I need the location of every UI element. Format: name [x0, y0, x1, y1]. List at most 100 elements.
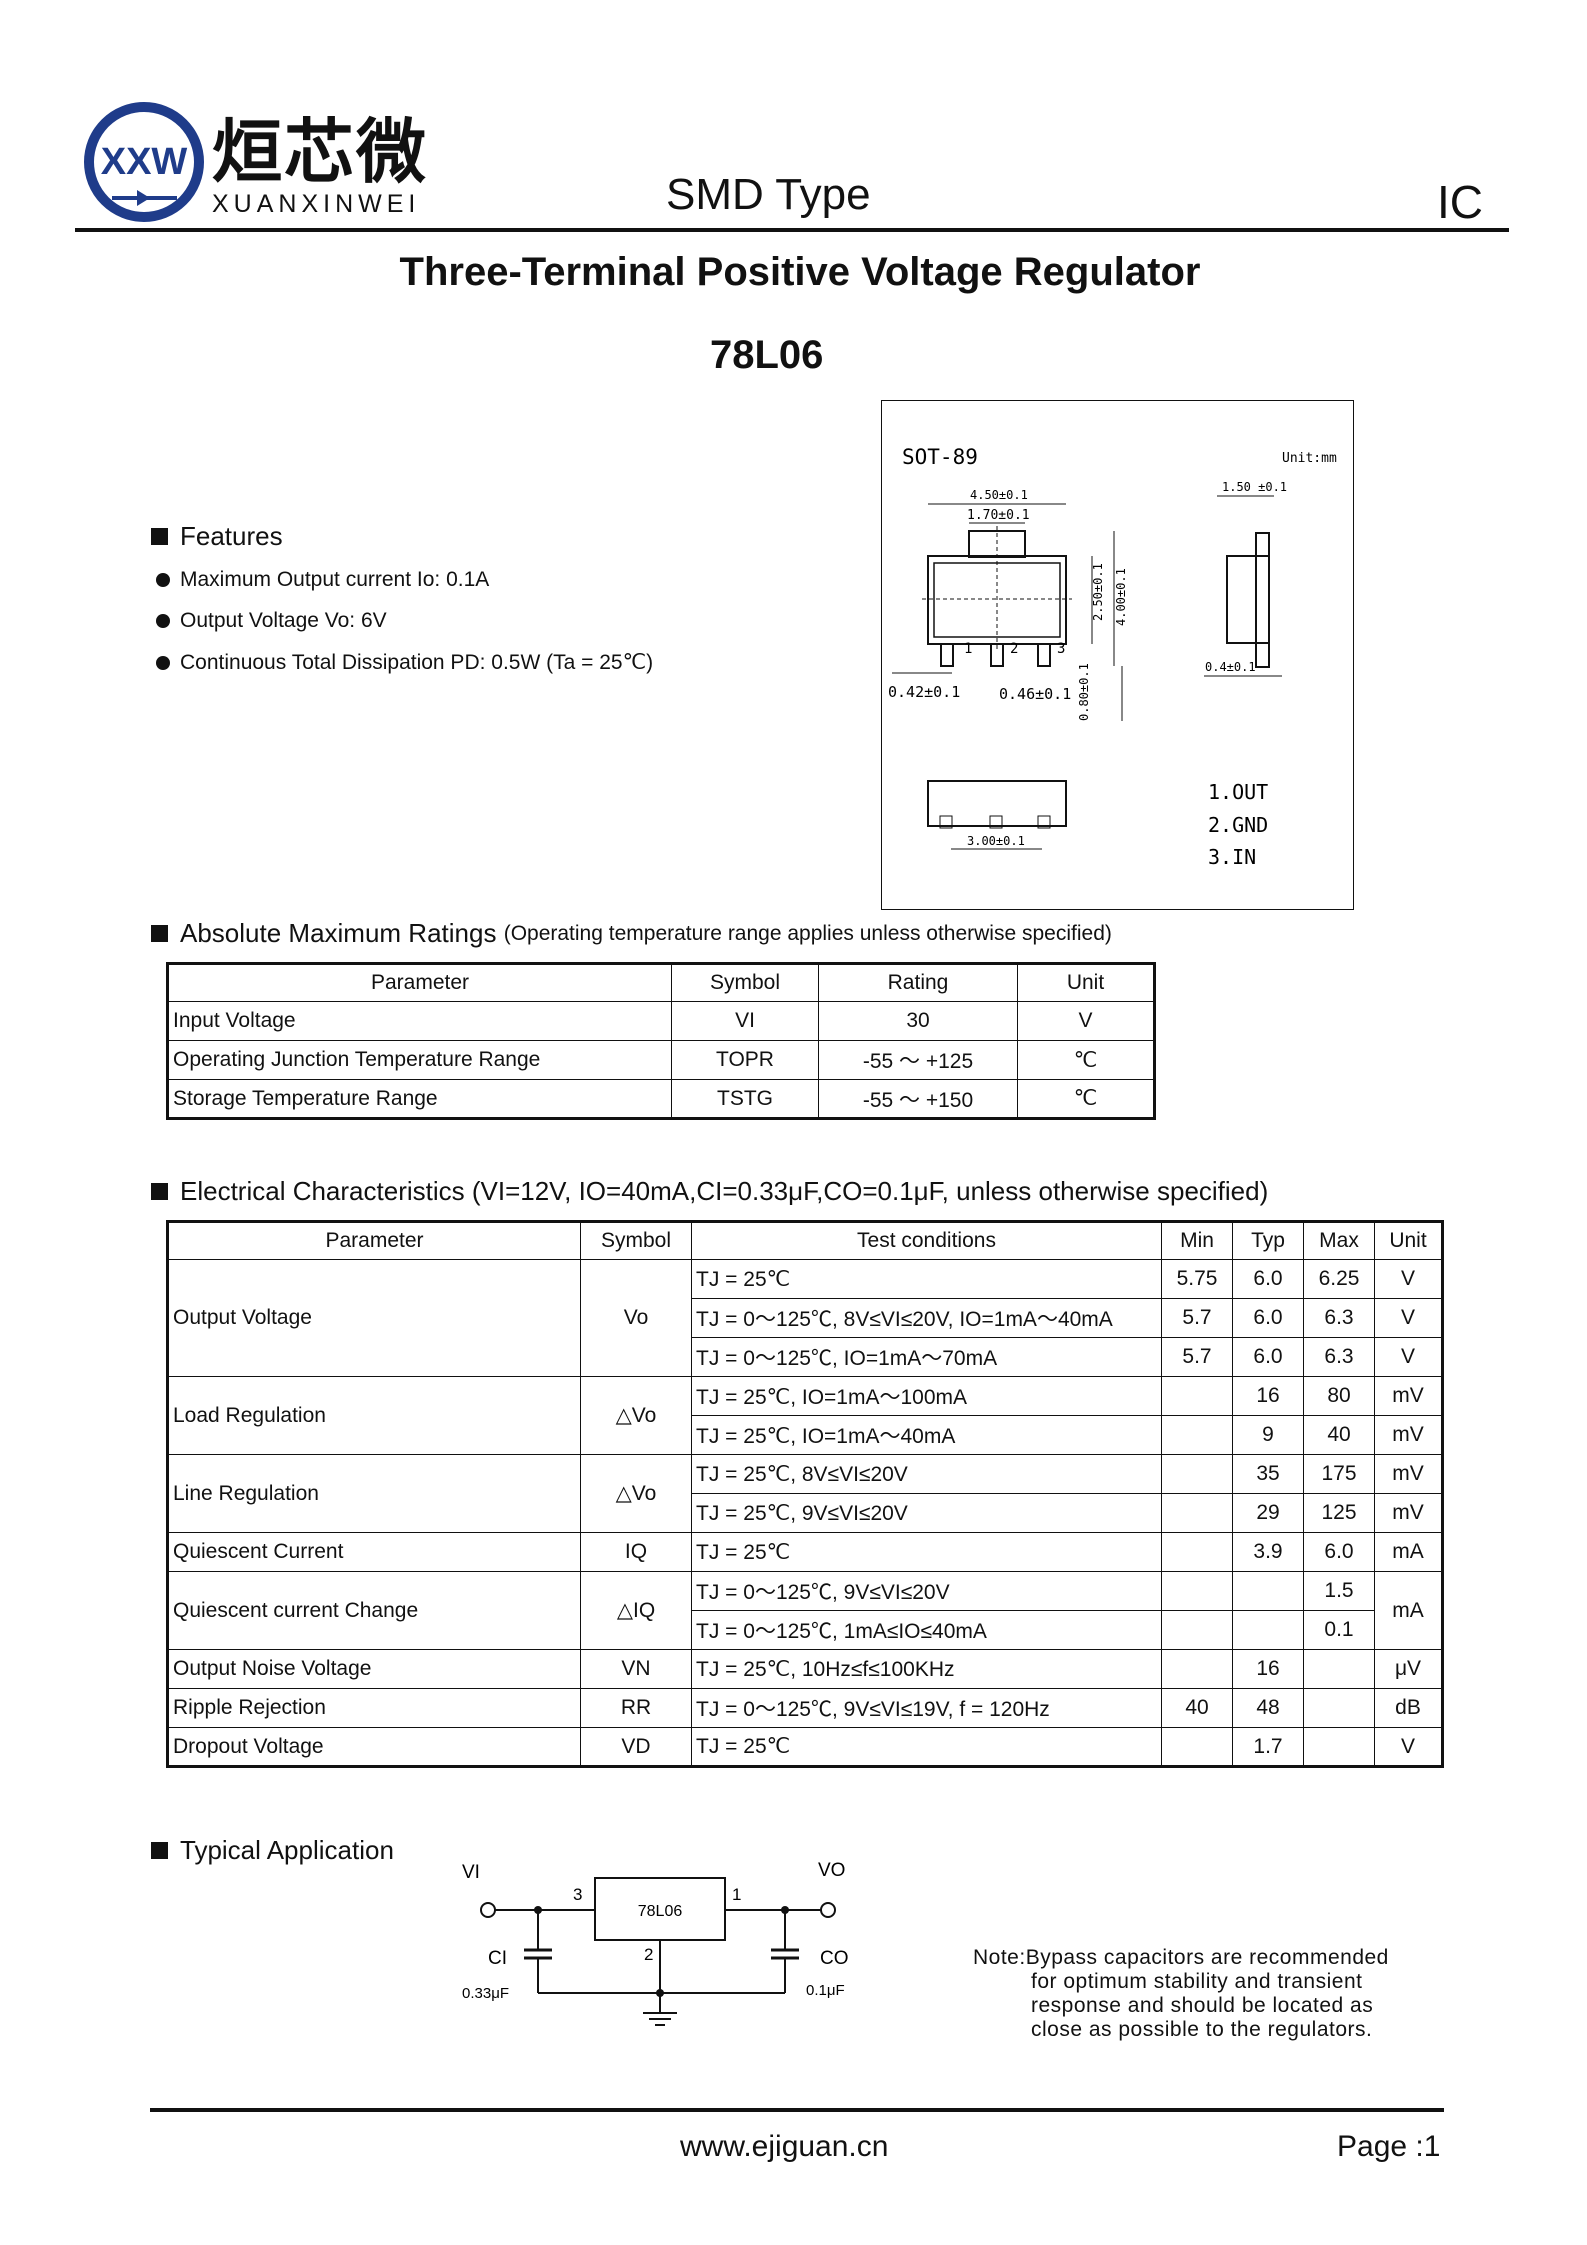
table-cell: 6.0 [1232, 1298, 1304, 1338]
svg-text:0.4±0.1: 0.4±0.1 [1205, 660, 1256, 674]
logo-en: XUANXINWEI [212, 190, 421, 218]
table-cell [1161, 1571, 1233, 1611]
svg-text:4.50±0.1: 4.50±0.1 [970, 488, 1028, 502]
table-header: Max [1303, 1221, 1375, 1260]
table-header: Rating [818, 963, 1018, 1002]
svg-text:2: 2 [644, 1945, 653, 1964]
table-cell [1232, 1571, 1304, 1611]
page-title: Three-Terminal Positive Voltage Regulato… [399, 250, 1201, 294]
logo-cn: 烜芯微 [212, 111, 428, 193]
table-header: Typ [1232, 1221, 1304, 1260]
footer-url[interactable]: www.ejiguan.cn [680, 2130, 889, 2163]
table-cell: 6.0 [1232, 1259, 1304, 1299]
svg-text:0.80±0.1: 0.80±0.1 [1077, 663, 1091, 721]
svg-text:XXW: XXW [101, 141, 188, 183]
svg-text:1: 1 [732, 1885, 741, 1904]
table-header: Parameter [167, 1221, 581, 1260]
table-cell: 5.75 [1161, 1259, 1233, 1299]
table-cell: 175 [1303, 1454, 1375, 1494]
svg-text:3: 3 [1057, 641, 1065, 657]
table-cell: 16 [1232, 1376, 1304, 1416]
table-cell [1161, 1493, 1233, 1533]
table-cell: Load Regulation [167, 1376, 581, 1455]
table-cell: 9 [1232, 1415, 1304, 1455]
svg-text:78L06: 78L06 [638, 1903, 683, 1920]
table-cell: Output Voltage [167, 1259, 581, 1377]
table-cell: mV [1374, 1376, 1443, 1416]
table-cell: TJ = 25℃ [691, 1727, 1162, 1767]
table-cell: 16 [1232, 1649, 1304, 1689]
logo-mark-icon: XXW [84, 102, 204, 222]
app-note: Note:Bypass capacitors are recommended f… [973, 1946, 1389, 2041]
table-cell: 80 [1303, 1376, 1375, 1416]
table-cell: TJ = 25℃, 10Hz≤f≤100KHz [691, 1649, 1162, 1689]
header-rule [75, 228, 1509, 232]
abs-max-heading: Absolute Maximum Ratings (Operating temp… [151, 918, 1112, 949]
table-header: Symbol [671, 963, 819, 1002]
table-cell: 29 [1232, 1493, 1304, 1533]
table-header: Unit [1017, 963, 1155, 1002]
table-cell: TJ = 25℃ [691, 1259, 1162, 1299]
company-logo: XXW [82, 100, 207, 225]
table-cell: V [1374, 1727, 1443, 1767]
footer-page: Page :1 [1337, 2130, 1441, 2163]
svg-text:VO: VO [818, 1860, 845, 1881]
table-cell: μV [1374, 1649, 1443, 1689]
table-cell: △Vo [580, 1376, 692, 1455]
abs-max-table: Parameter Symbol Rating Unit Input Volta… [166, 962, 1156, 1120]
table-cell: TJ = 25℃, IO=1mA～100mA [691, 1376, 1162, 1416]
table-cell [1161, 1532, 1233, 1572]
svg-text:0.33μF: 0.33μF [462, 1985, 509, 2002]
table-cell: TJ = 0～125℃, 9V≤VI≤20V [691, 1571, 1162, 1611]
table-cell: 5.7 [1161, 1298, 1233, 1338]
table-cell: Ripple Rejection [167, 1688, 581, 1728]
table-cell: Output Noise Voltage [167, 1649, 581, 1689]
svg-text:1.70±0.1: 1.70±0.1 [967, 508, 1030, 523]
table-cell: 5.7 [1161, 1337, 1233, 1377]
table-cell: 35 [1232, 1454, 1304, 1494]
table-cell: TJ = 25℃, 8V≤VI≤20V [691, 1454, 1162, 1494]
svg-text:0.42±0.1: 0.42±0.1 [888, 683, 960, 701]
table-cell: dB [1374, 1688, 1443, 1728]
table-cell: mA [1374, 1571, 1443, 1650]
table-cell: TJ = 25℃ [691, 1532, 1162, 1572]
table-cell: 6.3 [1303, 1298, 1375, 1338]
table-cell [1161, 1415, 1233, 1455]
table-cell [1303, 1727, 1375, 1767]
package-name: SOT-89 [902, 445, 978, 469]
table-cell: Quiescent current Change [167, 1571, 581, 1650]
table-cell [1232, 1610, 1304, 1650]
feature-item: Continuous Total Dissipation PD: 0.5W (T… [156, 650, 653, 675]
table-cell: V [1374, 1337, 1443, 1377]
table-cell [1161, 1649, 1233, 1689]
table-cell [1303, 1688, 1375, 1728]
table-header: Test conditions [691, 1221, 1162, 1260]
table-cell: 48 [1232, 1688, 1304, 1728]
table-cell: TJ = 0～125℃, 8V≤VI≤20V, IO=1mA～40mA [691, 1298, 1162, 1338]
table-cell: VN [580, 1649, 692, 1689]
pin-label: 1.OUT [1208, 780, 1268, 804]
table-cell: 125 [1303, 1493, 1375, 1533]
table-cell: Vo [580, 1259, 692, 1377]
table-header: Min [1161, 1221, 1233, 1260]
table-cell: 0.1 [1303, 1610, 1375, 1650]
table-cell [1161, 1727, 1233, 1767]
table-cell: 6.0 [1232, 1337, 1304, 1377]
table-cell: TJ = 25℃, 9V≤VI≤20V [691, 1493, 1162, 1533]
part-number: 78L06 [710, 333, 824, 377]
svg-text:4.00±0.1: 4.00±0.1 [1114, 568, 1128, 626]
table-cell: TJ = 0～125℃, 9V≤VI≤19V, f = 120Hz [691, 1688, 1162, 1728]
table-cell [1161, 1610, 1233, 1650]
table-cell: VD [580, 1727, 692, 1767]
table-cell [1161, 1376, 1233, 1416]
table-cell: RR [580, 1688, 692, 1728]
table-header: Unit [1374, 1221, 1443, 1260]
table-cell: Line Regulation [167, 1454, 581, 1533]
